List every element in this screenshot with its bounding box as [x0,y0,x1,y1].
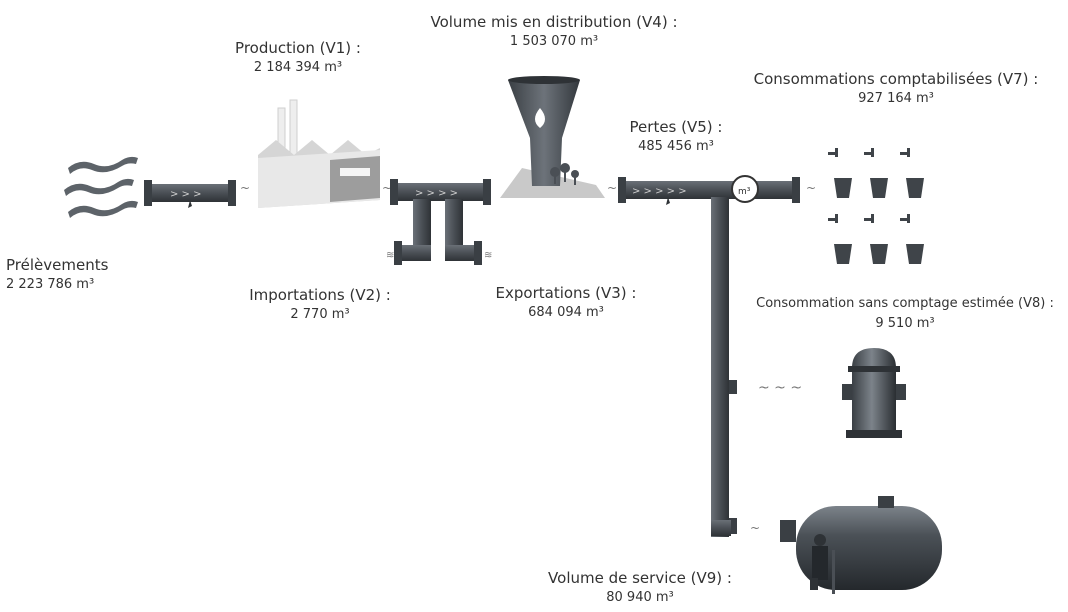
exportations-label: Exportations (V3) : 684 094 m³ [496,283,637,323]
production-title: Production (V1) : [235,39,361,57]
service-label: Volume de service (V9) : 80 940 m³ [548,568,732,608]
exportations-value: 684 094 m³ [528,305,604,320]
comptabilisees-title: Consommations comptabilisées (V7) : [753,70,1039,88]
pertes-value: 485 456 m³ [638,139,714,154]
pertes-title: Pertes (V5) : [629,118,723,136]
service-title: Volume de service (V9) : [548,569,732,587]
service-tank-icon [780,496,942,594]
distribution-pipe: > > > > > [618,177,800,537]
water-tower-icon [500,76,605,198]
metered-taps-icon [828,148,924,264]
distribution-title: Volume mis en distribution (V4) : [430,13,678,31]
intake-pipe: > > > [144,180,236,208]
svg-text:~: ~ [750,521,760,535]
svg-text:m³: m³ [738,187,751,197]
distribution-label: Volume mis en distribution (V4) : 1 503 … [430,12,677,52]
prelevements-title: Prélèvements [6,256,109,274]
svg-text:~: ~ [806,181,816,195]
comptabilisees-label: Consommations comptabilisées (V7) : 927 … [754,69,1039,109]
svg-text:~ ~ ~: ~ ~ ~ [758,380,802,396]
production-label: Production (V1) : 2 184 394 m³ [235,38,361,78]
water-source-waves-icon [64,156,138,218]
svg-text:~: ~ [240,181,250,195]
sans-comptage-label: Consommation sans comptage estimée (V8) … [756,294,1054,334]
service-value: 80 940 m³ [606,590,674,605]
exportations-title: Exportations (V3) : [495,284,637,302]
svg-text:> > >: > > > [170,189,202,200]
importations-value: 2 770 m³ [290,307,350,322]
svg-text:> > > > >: > > > > > [632,186,687,197]
water-meter-icon: m³ [731,175,759,203]
sans-comptage-value: 9 510 m³ [875,316,935,331]
importations-label: Importations (V2) : 2 770 m³ [249,285,391,325]
prelevements-value: 2 223 786 m³ [6,277,95,292]
production-factory-icon [258,99,380,208]
svg-text:~: ~ [607,181,617,195]
svg-text:≋: ≋ [386,250,394,261]
pertes-label: Pertes (V5) : 485 456 m³ [630,117,723,157]
production-value: 2 184 394 m³ [253,60,343,75]
svg-text:> > > >: > > > > [415,188,458,199]
svg-text:~: ~ [382,181,392,195]
import-export-pipes: > > > > ≋ ≋ [386,179,492,265]
fire-hydrant-icon [842,348,906,438]
prelevements-label: Prélèvements 2 223 786 m³ [6,255,108,295]
importations-title: Importations (V2) : [249,286,391,304]
distribution-value: 1 503 070 m³ [509,34,599,49]
comptabilisees-value: 927 164 m³ [858,91,934,106]
svg-text:≋: ≋ [484,250,492,261]
sans-comptage-title: Consommation sans comptage estimée (V8) … [756,296,1054,311]
